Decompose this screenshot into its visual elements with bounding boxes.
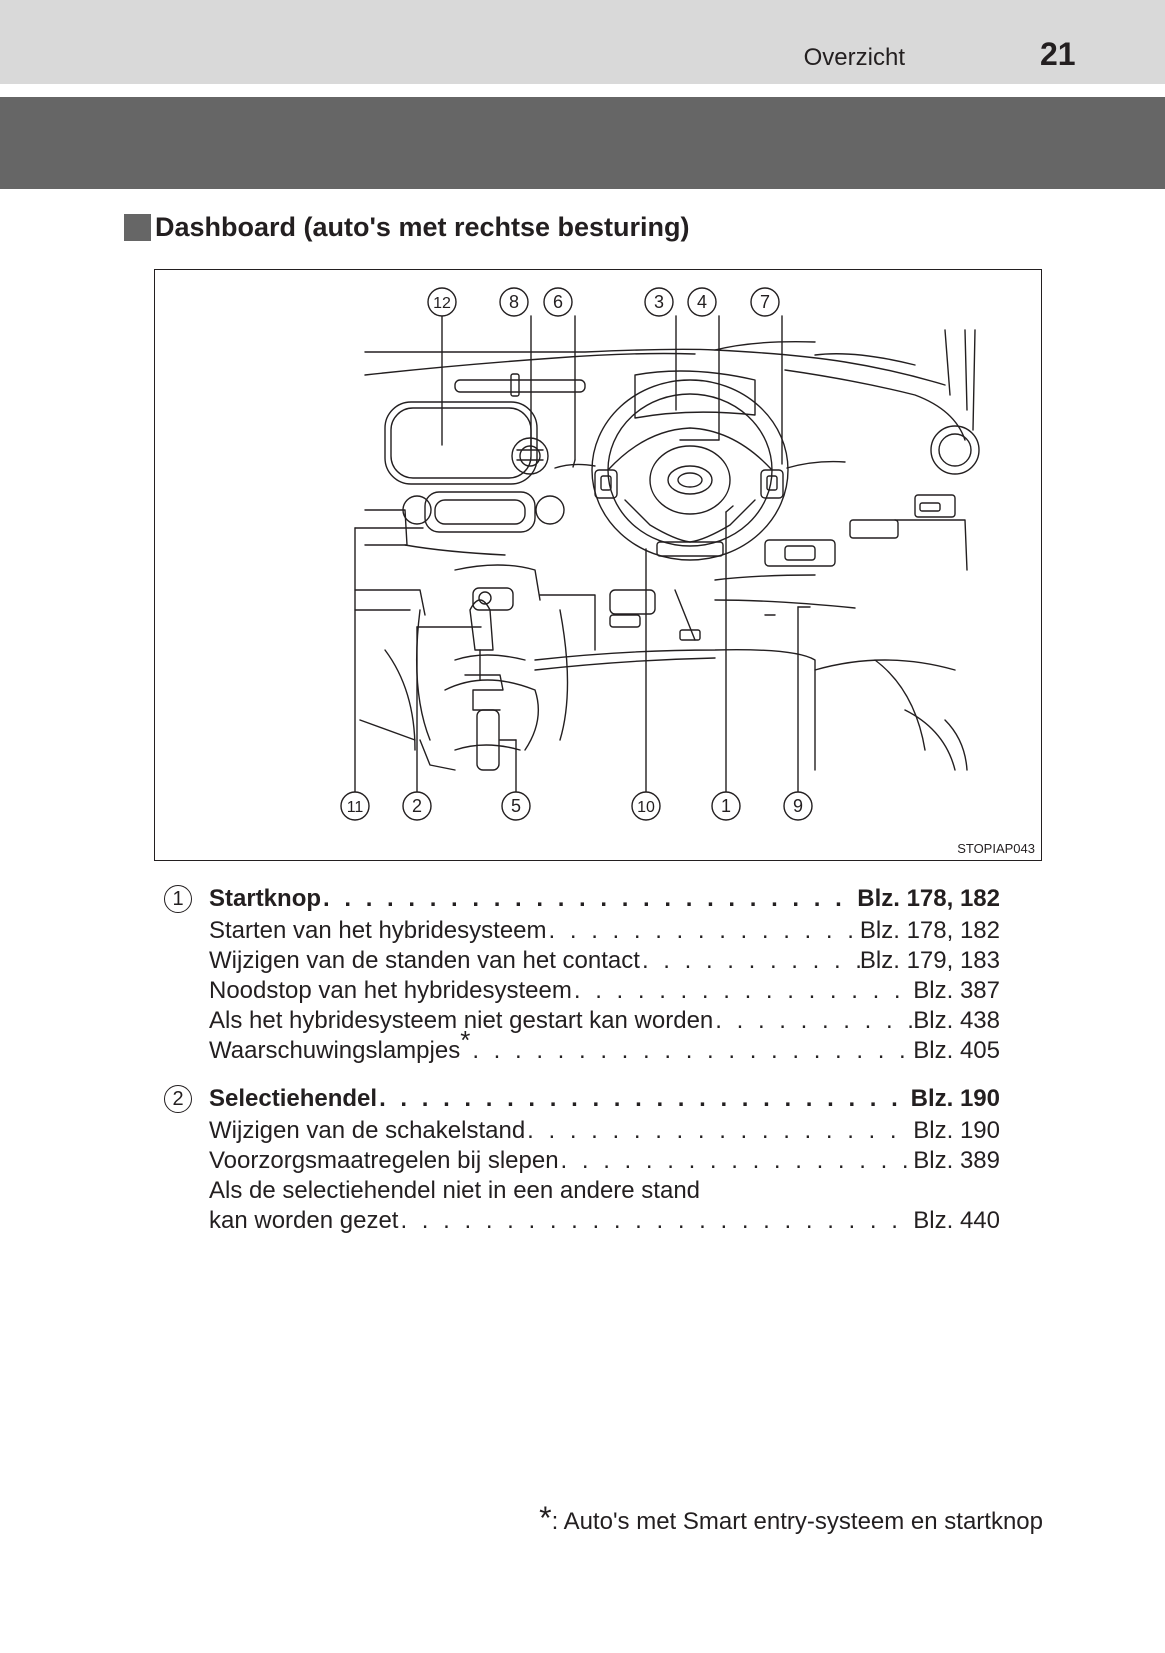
page-number: 21 [1040,36,1076,72]
subitem: Als de selectiehendel niet in een andere… [209,1177,1000,1207]
callout-label-3: 3 [654,292,664,312]
callout-label-4: 4 [697,292,707,312]
subitem: kan worden gezet . . . . . . . . . . . .… [209,1207,1000,1237]
subitem-page-ref: Blz. 387 [913,977,1000,1004]
callout-label-2: 2 [412,796,422,816]
callout-leaders-bottom [354,505,811,793]
callout-label-6: 6 [553,292,563,312]
callout-label-1: 1 [721,796,731,816]
subitem-text: Starten van het hybridesysteem [209,917,547,944]
section-banner [0,97,1165,189]
section-heading: Dashboard (auto's met rechtse besturing) [124,212,690,243]
callout-circle-8 [499,287,529,317]
header-divider [0,84,1165,86]
callout-circle-1 [711,791,741,821]
callout-circle-4 [687,287,717,317]
callout-circle-5 [501,791,531,821]
callout-circle-12 [427,287,457,317]
entry-title: Startknop [209,885,322,912]
callout-leaders-top [441,315,783,468]
callout-label-8: 8 [509,292,519,312]
leader-dots: . . . . . . . . . . . . . . . . . . . . … [715,1007,913,1034]
entry-main-line: Startknop . . . . . . . . . . . . . . . … [209,885,1000,915]
leader-dots: . . . . . . . . . . . . . . . . . . . . … [548,917,860,944]
callout-circle-10 [631,791,661,821]
entry-selectiehendel: 2 Selectiehendel . . . . . . . . . . . .… [164,1085,1000,1245]
leader-dots: . . . . . . . . . . . . . . . . . . . . … [379,1085,911,1112]
subitem: Starten van het hybridesysteem . . . . .… [209,917,1000,947]
leader-dots: . . . . . . . . . . . . . . . . . . . . … [323,885,857,912]
leader-dots: . . . . . . . . . . . . . . . . . . . . … [472,1037,913,1064]
subitem-label: Waarschuwingslampjes [209,1037,461,1064]
heading-square-icon [124,214,151,241]
leader-dots: . . . . . . . . . . . . . . . . . . . . … [400,1207,913,1234]
subitem: Als het hybridesysteem niet gestart kan … [209,1007,1000,1037]
subitem: Noodstop van het hybridesysteem . . . . … [209,977,1000,1007]
entry-startknop: 1 Startknop . . . . . . . . . . . . . . … [164,885,1000,1064]
subitem-text: Noodstop van het hybridesysteem [209,977,572,1004]
callout-circle-11 [340,791,370,821]
subitem-page-ref: Blz. 190 [913,1117,1000,1144]
subitem-text: Als de selectiehendel niet in een andere… [209,1177,701,1204]
callout-label-7: 7 [760,292,770,312]
subitem-page-ref: Blz. 178, 182 [859,917,1000,944]
subitem-text: Wijzigen van de standen van het contact [209,947,640,974]
subitem: Waarschuwingslampjes* . . . . . . . . . … [209,1027,1000,1067]
subitem-page-ref: Blz. 179, 183 [859,947,1000,974]
dashboard-figure: 12 8 6 3 4 7 11 2 5 10 1 9 STOPIAP043 [154,269,1042,861]
entry-number-badge: 1 [164,885,192,913]
subitem-page-ref: Blz. 440 [913,1207,1000,1234]
entry-title: Selectiehendel [209,1085,378,1112]
leader-dots: . . . . . . . . . . . . . . . . . . . . … [573,977,913,1004]
callout-label-5: 5 [511,796,521,816]
subitem-page-ref: Blz. 389 [913,1147,1000,1174]
figure-code: STOPIAP043 [957,841,1035,856]
footnote: *: Auto's met Smart entry-systeem en sta… [539,1502,1043,1536]
callout-label-9: 9 [793,796,803,816]
subitem-text: Als het hybridesysteem niet gestart kan … [209,1007,714,1034]
leader-dots: . . . . . . . . . . . . . . . . . . . . … [527,1117,913,1144]
subitem: Voorzorgsmaatregelen bij slepen . . . . … [209,1147,1000,1177]
callout-circle-7 [750,287,780,317]
callouts-bottom: 11 2 5 10 1 9 [340,791,813,821]
entry-main-line: Selectiehendel . . . . . . . . . . . . .… [209,1085,1000,1115]
subitem-text: Waarschuwingslampjes* [209,1027,470,1065]
subitem-text: Wijzigen van de schakelstand [209,1117,526,1144]
callout-label-10: 10 [637,799,655,816]
section-label: Overzicht [803,44,905,71]
subitem: Wijzigen van de schakelstand . . . . . .… [209,1117,1000,1147]
footnote-marker: * [460,1025,471,1055]
callout-label-11: 11 [347,799,364,816]
subitem-page-ref: Blz. 438 [913,1007,1000,1034]
subitem-text: kan worden gezet [209,1207,399,1234]
callout-circle-2 [402,791,432,821]
footnote-text: : Auto's met Smart entry-systeem en star… [551,1508,1043,1535]
leader-dots: . . . . . . . . . . . . . . . . . . . . … [560,1147,914,1174]
callout-circle-9 [783,791,813,821]
subitem-page-ref: Blz. 405 [913,1037,1000,1064]
entry-number-badge: 2 [164,1085,192,1113]
entry-page-ref: Blz. 178, 182 [857,885,1000,912]
footnote-marker: * [539,1500,552,1536]
heading-title: Dashboard (auto's met rechtse besturing) [155,212,690,242]
subitem-text: Voorzorgsmaatregelen bij slepen [209,1147,559,1174]
callout-label-12: 12 [433,295,451,312]
callouts-top: 12 8 6 3 4 7 [427,287,780,317]
entry-page-ref: Blz. 190 [910,1085,1000,1112]
callout-circle-3 [644,287,674,317]
header-band [0,0,1165,84]
subitem: Wijzigen van de standen van het contact … [209,947,1000,977]
leader-dots: . . . . . . . . . . . . . . . . . . . . … [641,947,860,974]
dashboard-illustration: 12 8 6 3 4 7 11 2 5 10 1 9 [340,287,980,821]
callout-circle-6 [543,287,573,317]
